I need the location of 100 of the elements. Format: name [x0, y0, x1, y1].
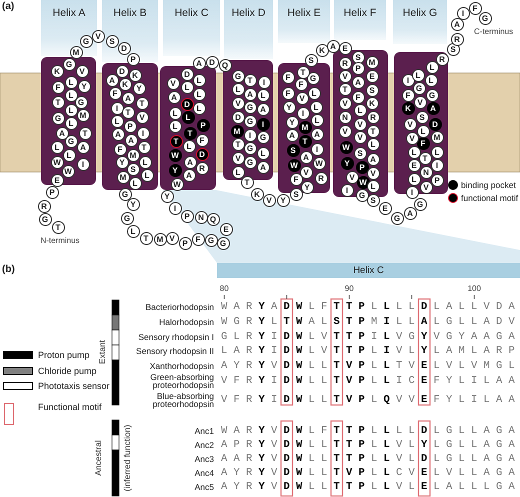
sequence-name: Anc2	[194, 441, 214, 449]
helix-box	[333, 50, 388, 197]
panel-label: (b)	[2, 264, 15, 275]
residue-circle: I	[456, 6, 470, 20]
residue-circle: G	[64, 134, 78, 148]
residue-circle: T	[298, 134, 312, 148]
residue-circle: A	[184, 156, 196, 168]
sequence-name: Green-absorbing proteorhodopsin	[149, 373, 214, 389]
residue-circle: F	[196, 134, 208, 146]
residue-circle: S	[286, 144, 300, 156]
residue-circle: S	[304, 54, 318, 66]
residue-circle: D	[180, 68, 194, 80]
residue-circle: A	[182, 168, 196, 182]
residue-circle: S	[126, 162, 140, 176]
residue-circle: P	[178, 236, 192, 250]
residue-circle: W	[168, 148, 182, 162]
residue-circle: D	[180, 98, 194, 110]
residue-circle: V	[420, 180, 432, 194]
legend-text: Proton pump	[38, 349, 90, 361]
residue-circle: V	[406, 132, 418, 144]
residue-circle: M	[230, 124, 244, 138]
residue-circle: L	[64, 76, 78, 88]
residue-circle: V	[414, 96, 426, 108]
residue-circle: G	[390, 212, 404, 224]
legend-text: Phototaxis sensor	[38, 380, 110, 392]
helix-box	[278, 63, 330, 193]
sequence-row: W G R Y L T W A L S T P M I L L A L G L L A D V	[221, 315, 515, 329]
residue-circle: P	[356, 160, 368, 174]
residue-circle: M	[298, 120, 312, 134]
residue-circle: I	[110, 102, 124, 114]
residue-circle: L	[168, 120, 182, 132]
residue-circle: T	[232, 138, 244, 150]
residue-circle: A	[76, 140, 90, 154]
sequence-row: W A R Y A D W L F T T P L L L L D L A L L V D A	[221, 300, 515, 314]
residue-circle: G	[414, 198, 426, 210]
residue-circle: L	[192, 102, 206, 114]
residue-circle: P	[196, 118, 210, 132]
residue-circle: L	[426, 60, 438, 74]
residue-circle: T	[78, 126, 92, 140]
residue-circle: L	[354, 104, 366, 116]
residue-circle: R	[338, 56, 352, 70]
residue-circle: A	[122, 92, 134, 104]
residue-circle: T	[170, 134, 182, 148]
sequence-row: A Y R Y V D W L L T V P L L T V E L V L V M G L	[221, 359, 515, 373]
residue-circle: Y	[126, 198, 140, 210]
residue-circle: I	[430, 158, 444, 172]
residue-circle: T	[138, 140, 150, 154]
residue-circle: S	[354, 146, 366, 160]
residue-circle: G	[52, 112, 64, 124]
residue-circle: T	[366, 124, 380, 138]
residue-circle: F	[192, 232, 204, 246]
legend-text: binding pocket	[461, 179, 516, 191]
sequence-name: Blue-absorbing proteorhodopsin	[152, 392, 214, 408]
residue-circle: V	[232, 96, 244, 110]
residue-circle: L	[256, 88, 270, 102]
residue-circle: V	[166, 232, 178, 244]
residue-circle: A	[256, 160, 270, 174]
residue-circle: W	[312, 156, 326, 170]
residue-circle: K	[118, 78, 132, 90]
sequence-row: A P R Y V D W L L T T P L L V L Y L G L L A G A	[221, 438, 515, 452]
residue-circle: V	[338, 124, 352, 138]
helix-box	[394, 52, 448, 194]
residue-circle: T	[296, 66, 310, 78]
residue-circle: G	[244, 142, 256, 154]
residue-circle: F	[108, 86, 122, 100]
helix-band: Helix D	[224, 0, 273, 59]
sequence-row: L A R Y I D W L V T T P L I V L Y L A M L A R P	[221, 344, 515, 358]
helix-box	[223, 60, 273, 180]
residue-circle: Y	[78, 80, 90, 92]
residue-circle: L	[140, 168, 154, 182]
residue-circle: Y	[160, 190, 174, 202]
residue-circle: G	[232, 70, 244, 82]
residue-circle: G	[256, 130, 270, 144]
residue-circle: W	[356, 176, 370, 188]
residue-circle: T	[244, 74, 256, 86]
residue-circle: S	[416, 110, 428, 124]
residue-circle: I	[402, 74, 414, 86]
residue-circle: M	[76, 108, 90, 122]
residue-circle: L	[366, 138, 380, 150]
residue-circle: F	[402, 88, 414, 102]
residue-circle: L	[408, 172, 420, 186]
residue-circle: W	[340, 140, 352, 154]
residue-circle: V	[404, 118, 416, 130]
legend-text: Functional motif	[38, 401, 102, 413]
residue-circle: A	[168, 90, 180, 104]
residue-circle: I	[340, 184, 354, 196]
residue-circle: E	[378, 202, 392, 214]
residue-circle: K	[316, 44, 328, 56]
residue-circle: Y	[132, 82, 146, 94]
residue-circle: F	[352, 90, 364, 104]
residue-circle: L	[408, 146, 420, 158]
residue-circle: D	[116, 64, 128, 78]
residue-circle: T	[184, 126, 196, 140]
helix-band: Helix C	[217, 263, 520, 278]
residue-circle: R	[38, 200, 50, 212]
residue-circle: F	[282, 70, 294, 84]
residue-circle: L	[64, 116, 78, 130]
residue-circle: L	[64, 104, 78, 116]
sequence-name: Bacteriorhodopsin	[145, 303, 214, 311]
residue-circle: G	[478, 12, 492, 24]
